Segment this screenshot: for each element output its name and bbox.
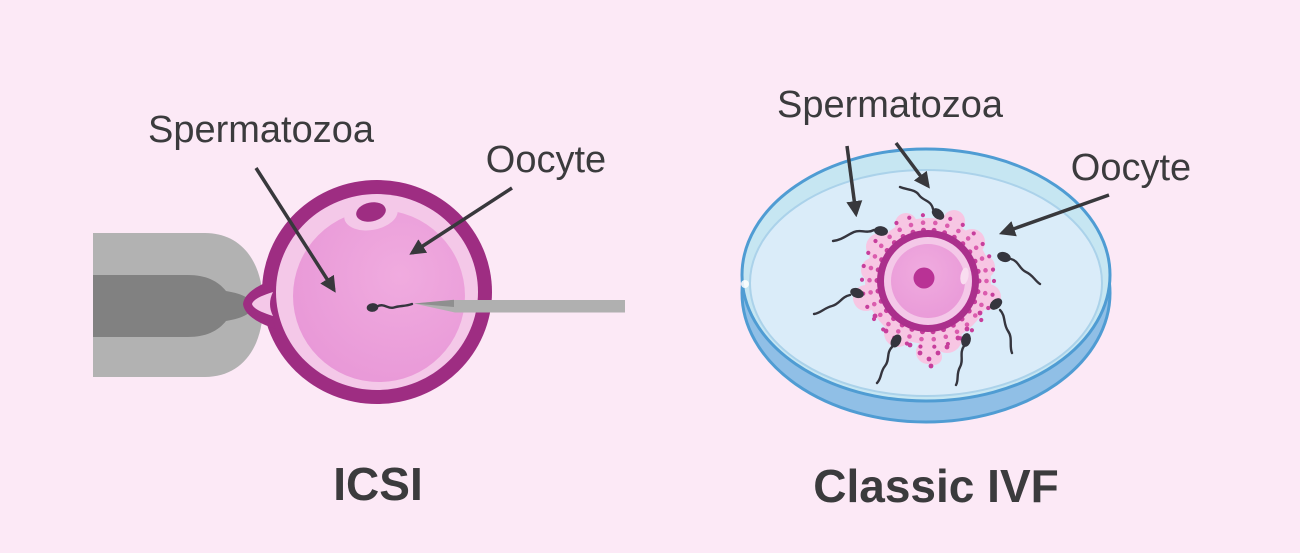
needle-tip (414, 299, 454, 307)
sperm-tail (954, 344, 966, 387)
sperm-group (812, 185, 1042, 387)
sperm-head (997, 251, 1011, 263)
sperm-head (366, 303, 379, 312)
sperm-tail (375, 302, 414, 310)
label-oocyte: Oocyte (1071, 147, 1191, 189)
sperm-cell (366, 302, 414, 312)
panel-title-classic-ivf: Classic IVF (813, 460, 1058, 512)
label-oocyte: Oocyte (486, 139, 606, 181)
spermatozoa-arrow (845, 145, 863, 218)
sperm-cell (812, 287, 864, 316)
dish-highlight (741, 280, 749, 288)
sperm-tail (812, 293, 852, 316)
sperm-head (961, 333, 971, 347)
polar-body-sliver (960, 267, 969, 285)
label-spermatozoa: Spermatozoa (777, 84, 1004, 126)
sperm-cell (989, 298, 1014, 355)
spermatozoa-arrow (894, 141, 930, 189)
oocyte-nucleus (913, 267, 935, 289)
sperm-tail (998, 308, 1014, 355)
sperm-head (874, 226, 888, 236)
sperm-cell (997, 251, 1042, 286)
sperm-cell (875, 334, 902, 385)
needle-shaft (414, 300, 625, 313)
injection-needle (414, 299, 625, 313)
sperm-cell (831, 226, 888, 243)
polar-body (356, 202, 386, 222)
icsi-panel: Spermatozoa Oocyte ICSI (93, 109, 625, 510)
spermatozoa-arrow (254, 167, 336, 293)
oocyte-arrow (998, 193, 1110, 237)
membrane-pinch-inner (252, 292, 273, 316)
sperm-cell (954, 333, 971, 387)
sperm-tail (875, 345, 894, 385)
sperm-head (890, 334, 902, 348)
sperm-tail (898, 185, 935, 211)
oocyte-cell (243, 180, 492, 404)
sperm-head (931, 208, 945, 220)
oocyte-cell (877, 230, 979, 332)
sperm-tail (831, 228, 876, 243)
panel-title-icsi: ICSI (333, 458, 422, 510)
classic-ivf-panel: Spermatozoa Oocyte Classic IVF (740, 84, 1191, 512)
sperm-head (850, 287, 864, 299)
sperm-cell (898, 185, 945, 220)
pipette-channel-icon (93, 275, 253, 337)
label-spermatozoa: Spermatozoa (148, 109, 375, 151)
sperm-head (989, 298, 1003, 310)
oocyte-arrow (409, 186, 513, 255)
sperm-tail (1009, 257, 1042, 286)
